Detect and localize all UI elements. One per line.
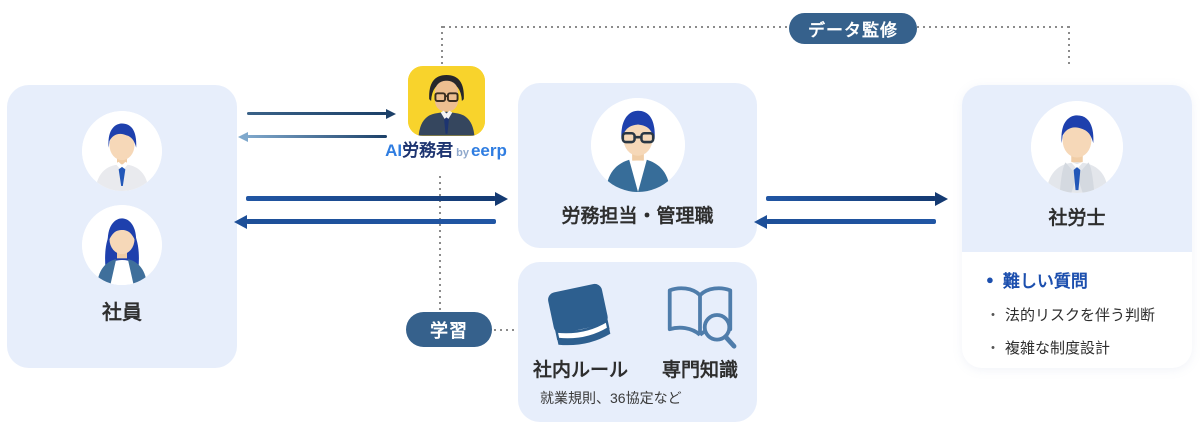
arrow-employees-to-ai — [247, 108, 396, 119]
sharoushi-detail-list: ● 難しい質問 ・ 法的リスクを伴う判断 ・ 複雑な制度設計 — [962, 252, 1192, 358]
complex-design-text: 複雑な制度設計 — [1005, 340, 1111, 357]
heading-bullet: ● — [986, 272, 994, 287]
hr-manager-avatar — [590, 98, 685, 192]
closed-book-icon — [539, 278, 621, 350]
ai-brand-name: 労務君 — [402, 141, 454, 160]
difficult-questions-heading: ● 難しい質問 — [986, 267, 1178, 292]
knowledge-note: 就業規則、36協定など — [540, 390, 682, 406]
employee-male-avatar — [82, 111, 162, 191]
difficult-questions-text: 難しい質問 — [1002, 272, 1088, 291]
dotted-connector-learning-vertical — [439, 176, 441, 312]
ai-character-icon — [407, 66, 485, 136]
dotted-connector-supervision-left — [443, 26, 790, 28]
sharoushi-avatar — [1031, 101, 1123, 193]
internal-rules-label: 社内ルール — [532, 360, 628, 381]
ai-brand-by: by — [456, 147, 469, 159]
legal-risk-text: 法的リスクを伴う判断 — [1005, 307, 1156, 324]
arrow-hr-to-employees — [234, 214, 496, 229]
arrow-ai-to-employees — [238, 131, 387, 142]
dotted-connector-supervision-right-drop — [1068, 26, 1070, 67]
data-supervision-badge: データ監修 — [789, 13, 917, 44]
item-bullet: ・ — [986, 306, 1000, 323]
ai-brand-vendor: eerp — [470, 141, 507, 160]
sharoushi-label: 社労士 — [1048, 208, 1106, 229]
hr-manager-card: 労務担当・管理職 — [518, 83, 757, 248]
expert-knowledge-item: 専門知識 — [658, 278, 742, 382]
knowledge-icons-row: 社内ルール 専門知識 — [533, 278, 742, 382]
item-bullet: ・ — [986, 339, 1000, 356]
arrow-hr-to-sharoushi — [766, 191, 948, 206]
expert-knowledge-label: 専門知識 — [661, 360, 738, 381]
internal-rules-item: 社内ルール — [533, 278, 628, 382]
arrow-employees-to-hr — [246, 191, 508, 206]
list-item-complex-design: ・ 複雑な制度設計 — [986, 337, 1178, 358]
learning-badge: 学習 — [406, 312, 492, 347]
employees-card: 社員 — [7, 85, 237, 368]
employees-label: 社員 — [102, 302, 142, 324]
list-item-legal-risk: ・ 法的リスクを伴う判断 — [986, 304, 1178, 325]
sharoushi-card-top: 社労士 — [962, 85, 1192, 252]
open-book-search-icon — [658, 278, 742, 350]
hr-manager-label: 労務担当・管理職 — [561, 206, 714, 227]
employee-female-avatar — [82, 205, 162, 285]
sharoushi-card: 社労士 ● 難しい質問 ・ 法的リスクを伴う判断 ・ 複雑な制度設計 — [962, 85, 1192, 368]
dotted-connector-supervision-right — [917, 26, 1070, 28]
dotted-connector-learning-horizontal — [494, 329, 518, 331]
arrow-sharoushi-to-hr — [754, 214, 936, 229]
knowledge-card: 社内ルール 専門知識 就業規則、36協定など — [518, 262, 757, 422]
dotted-connector-supervision-left-drop — [441, 26, 443, 64]
ai-brand-prefix: AI — [385, 141, 403, 160]
